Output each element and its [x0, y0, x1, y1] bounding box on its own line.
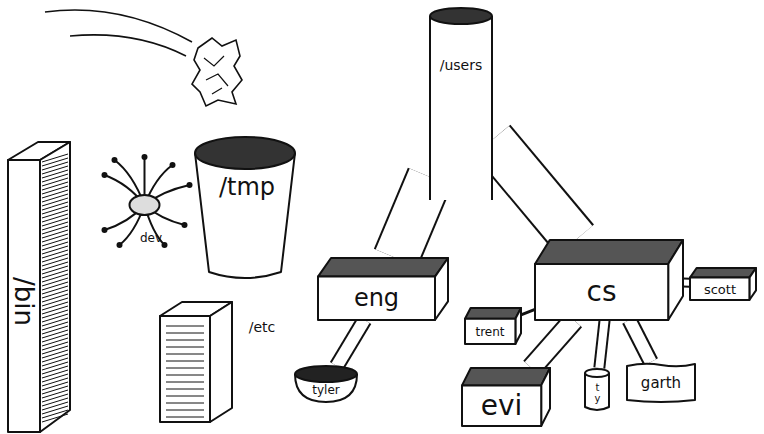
node-shape [430, 6, 492, 200]
user-bag: garth [625, 362, 697, 402]
pipe-interior [683, 280, 690, 286]
user-box: scott [690, 268, 756, 300]
pipe-interior [629, 320, 650, 362]
pillar-hatch [42, 154, 68, 422]
pipe-body [430, 16, 492, 200]
pipe-connector [532, 320, 574, 368]
box-front [318, 277, 435, 320]
box-top [465, 308, 521, 319]
box-top [535, 240, 683, 264]
motion-line [70, 35, 186, 56]
node-shape [160, 302, 232, 422]
box-top [318, 258, 448, 277]
box-front [465, 319, 515, 344]
node-label: garth [625, 364, 697, 402]
box-side [435, 258, 448, 320]
node-label: trent [465, 319, 515, 344]
pipe-connector [396, 177, 430, 258]
node-label: evi [462, 385, 541, 426]
cable-plug [162, 242, 168, 248]
cabinet-front [160, 316, 210, 422]
pipe-interior [396, 177, 430, 258]
can-body [195, 153, 295, 278]
node-label: /tmp [199, 165, 295, 209]
node-shape [195, 135, 295, 280]
cabinet-lines [166, 326, 204, 417]
motion-line [45, 10, 192, 42]
directory-box: eng [318, 258, 448, 320]
cable-plug [112, 157, 118, 163]
box-side [541, 368, 550, 426]
crumpled-paper [192, 38, 242, 106]
cable-plug [187, 182, 193, 188]
node-label: /bin [8, 170, 40, 432]
pipe-connector [599, 320, 604, 368]
spider-body [130, 195, 160, 215]
pipe-connector [683, 278, 690, 288]
cable-plug [102, 172, 108, 178]
cable-plug [117, 242, 123, 248]
cable-plug [170, 162, 176, 168]
node-label: eng [318, 276, 435, 320]
node-label: cs [535, 264, 668, 320]
pipe-connector [521, 309, 535, 315]
pipe-interior [492, 140, 576, 240]
pipe-interior [337, 320, 365, 366]
dev-spider: dev [95, 165, 185, 245]
pipe-opening [430, 8, 492, 24]
node-label: ty [585, 378, 609, 408]
user-bowl: tyler [295, 366, 357, 402]
pipe-interior [532, 320, 574, 368]
pipe-interior [599, 320, 604, 368]
pipe-wall [430, 16, 492, 200]
can-body [585, 373, 609, 410]
users-pipe: /users [430, 6, 492, 200]
bin-pillar: /bin [8, 140, 70, 432]
user-can: ty [585, 368, 609, 410]
bowl-top [295, 366, 357, 382]
pillar-side [40, 142, 70, 432]
node-label: tyler [295, 378, 357, 402]
box-front [535, 264, 668, 320]
pipe-connector [492, 140, 576, 240]
cabinet-side [210, 302, 232, 422]
box-front [690, 278, 749, 300]
pillar-front [8, 160, 40, 432]
user-box: evi [462, 368, 550, 426]
cable-plug [102, 227, 108, 233]
cable-plug [182, 222, 188, 228]
box-top [462, 368, 550, 385]
cable-plug [142, 154, 148, 160]
box-front [462, 385, 541, 426]
can-top [585, 369, 609, 377]
node-label: /etc [240, 316, 284, 338]
box-top [690, 268, 756, 278]
can-opening [195, 137, 295, 169]
user-box: trent [465, 308, 521, 344]
tmp-trash-can: /tmp [195, 135, 295, 280]
pipe-connector [337, 320, 365, 366]
box-side [668, 240, 683, 320]
directory-box: cs [535, 240, 683, 320]
node-label: /users [430, 50, 492, 80]
pipe-connector [629, 320, 650, 362]
etc-cabinet: /etc [160, 302, 232, 422]
node-label: scott [690, 278, 750, 300]
node-label: dev [131, 229, 171, 247]
paper-crease [204, 56, 228, 94]
